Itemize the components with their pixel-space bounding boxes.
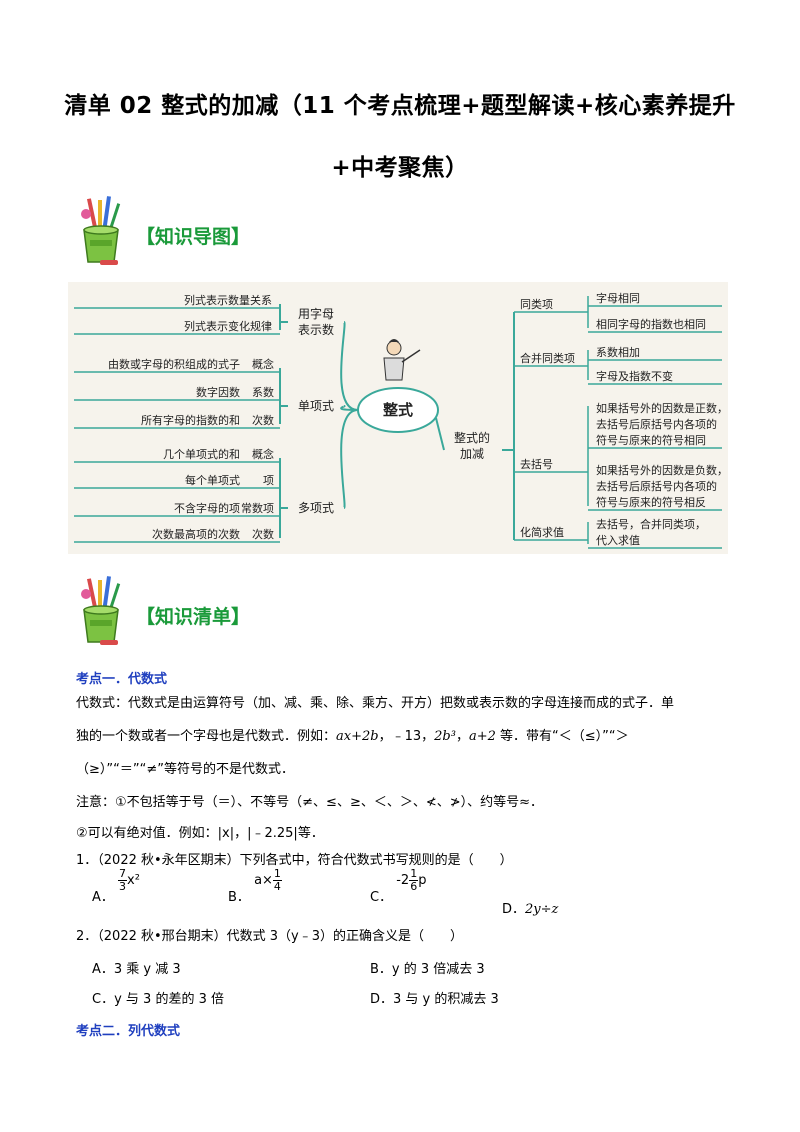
mindmap-leaf-left-2-1-tag: 项 bbox=[263, 474, 274, 487]
mindmap-leaf-right-0-1-line-0: 相同字母的指数也相同 bbox=[596, 317, 706, 331]
mindmap-leaf-left-2-0-tag: 概念 bbox=[252, 447, 274, 461]
section-list-head: 【知识清单】 bbox=[72, 576, 472, 652]
mindmap-leaf-right-1-1-line-0: 字母及指数不变 bbox=[596, 369, 673, 383]
section-mindmap-label: 【知识导图】 bbox=[136, 226, 251, 248]
mindmap-leaf-right-3-0-line-1: 代入求值 bbox=[596, 534, 640, 547]
mindmap-leaf-left-1-2-tag: 次数 bbox=[252, 413, 274, 427]
mindmap-leaf-right-2-1-line-0: 如果括号外的因数是负数， bbox=[596, 463, 728, 477]
mindmap-node-left-0-line-1: 表示数 bbox=[298, 322, 334, 337]
mindmap-leaf-right-2-0-line-0: 如果括号外的因数是正数， bbox=[596, 401, 728, 415]
mindmap-link-left-0 bbox=[340, 321, 359, 411]
mindmap-leaf-left-1-1-tag: 系数 bbox=[252, 386, 274, 399]
kp1-def-line2: 独的一个数或者一个字母也是代数式．例如：ax+2b，﹣13，2b³，a+2 等．… bbox=[76, 729, 629, 744]
mindmap-leaf-right-3-0-line-0: 去括号，合并同类项， bbox=[596, 517, 706, 531]
mindmap-leaf-left-1-0-tag: 概念 bbox=[252, 357, 274, 371]
mindmap-branch-right-0-label: 同类项 bbox=[520, 297, 553, 311]
mindmap-leaf-left-0-0-text: 列式表示数量关系 bbox=[184, 293, 272, 307]
mindmap-leaf-left-0-1-text: 列式表示变化规律 bbox=[184, 319, 272, 333]
mindmap-branch-right-3-label: 化简求值 bbox=[520, 525, 564, 539]
q2-option-c: C．y 与 3 的差的 3 倍 bbox=[92, 992, 224, 1007]
mindmap-branch-right-1-label: 合并同类项 bbox=[520, 351, 575, 365]
section-mindmap-head: 【知识导图】 bbox=[72, 196, 472, 272]
mindmap-leaf-left-2-2-tag: 常数项 bbox=[241, 502, 274, 515]
mindmap-leaf-right-2-1-line-1: 去括号后原括号内各项的 bbox=[596, 479, 717, 493]
mindmap-leaf-left-1-0-text: 由数或字母的积组成的式子 bbox=[108, 357, 240, 371]
mindmap-branch-right-2-label: 去括号 bbox=[520, 457, 553, 471]
doc-title-line2: +中考聚焦） bbox=[331, 155, 469, 181]
mindmap-leaf-left-1-2-text: 所有字母的指数的和 bbox=[141, 413, 240, 427]
mindmap-leaf-left-2-2-text: 不含字母的项 bbox=[174, 501, 240, 515]
mindmap-right-root-line-1: 加减 bbox=[460, 447, 484, 461]
q1-stem: 1．（2022 秋•永年区期末）下列各式中，符合代数式书写规则的是（ ） bbox=[76, 853, 513, 868]
mindmap-node-left-2-line-0: 多项式 bbox=[298, 501, 334, 515]
mindmap-leaf-right-2-0-line-1: 去括号后原括号内各项的 bbox=[596, 417, 717, 431]
q2-stem: 2．（2022 秋•邢台期末）代数式 3（y﹣3）的正确含义是（ ） bbox=[76, 929, 464, 944]
mindmap-leaf-left-2-1-text: 每个单项式 bbox=[185, 473, 240, 487]
kp1-note1: 注意：①不包括等于号（＝）、不等号（≠、≤、≥、＜、＞、≮、≯）、约等号≈． bbox=[76, 795, 544, 810]
knowledge-mindmap: 整式用字母表示数列式表示数量关系列式表示变化规律单项式概念由数或字母的积组成的式… bbox=[68, 282, 728, 554]
mindmap-node-left-0-line-0: 用字母 bbox=[298, 306, 334, 321]
q2-option-d: D．3 与 y 的积减去 3 bbox=[370, 992, 499, 1007]
mindmap-leaf-right-0-0-line-0: 字母相同 bbox=[596, 291, 640, 305]
mindmap-link-right-root bbox=[435, 417, 445, 451]
pencil-cup-icon bbox=[81, 196, 121, 265]
mindmap-node-left-1-line-0: 单项式 bbox=[298, 399, 334, 413]
mindmap-leaf-left-2-3-text: 次数最高项的次数 bbox=[152, 527, 240, 541]
mindmap-graphic: 整式用字母表示数列式表示数量关系列式表示变化规律单项式概念由数或字母的积组成的式… bbox=[68, 282, 728, 554]
pencil-cup-icon bbox=[81, 576, 121, 645]
mindmap-right-root-line-0: 整式的 bbox=[454, 430, 490, 445]
kp1-def-line3: （≥）”“＝”“≠”等符号的不是代数式． bbox=[76, 762, 294, 777]
doc-title-line1: 清单 02 整式的加减（11 个考点梳理+题型解读+核心素养提升 bbox=[64, 93, 736, 119]
kp1-heading: 考点一．代数式 bbox=[76, 672, 168, 687]
q2-option-b: B．y 的 3 倍减去 3 bbox=[370, 962, 485, 977]
mindmap-leaf-right-2-0-line-2: 符号与原来的符号相同 bbox=[596, 433, 706, 447]
mindmap-leaf-right-1-0-line-0: 系数相加 bbox=[596, 346, 640, 359]
q1-option-d: D．2y÷z bbox=[502, 902, 559, 917]
mindmap-leaf-left-2-0-text: 几个单项式的和 bbox=[163, 447, 240, 461]
kp1-note2: ②可以有绝对值．例如：|x|，|﹣2.25|等． bbox=[76, 826, 324, 841]
kp2-heading: 考点二．列代数式 bbox=[76, 1024, 181, 1039]
mindmap-leaf-left-1-1-text: 数字因数 bbox=[196, 385, 240, 399]
mindmap-leaf-left-2-3-tag: 次数 bbox=[252, 527, 274, 541]
mindmap-leaf-right-2-1-line-2: 符号与原来的符号相反 bbox=[596, 495, 706, 509]
q2-option-a: A．3 乘 y 减 3 bbox=[92, 962, 181, 977]
mindmap-center-label: 整式 bbox=[383, 401, 413, 419]
section-list-label: 【知识清单】 bbox=[136, 606, 251, 628]
teacher-figure-icon bbox=[383, 339, 421, 381]
kp1-def-line1: 代数式：代数式是由运算符号（加、减、乘、除、乘方、开方）把数或表示数的字母连接而… bbox=[76, 696, 675, 711]
mindmap-link-left-2 bbox=[340, 409, 359, 509]
mindmap-link-left-1 bbox=[340, 405, 359, 411]
